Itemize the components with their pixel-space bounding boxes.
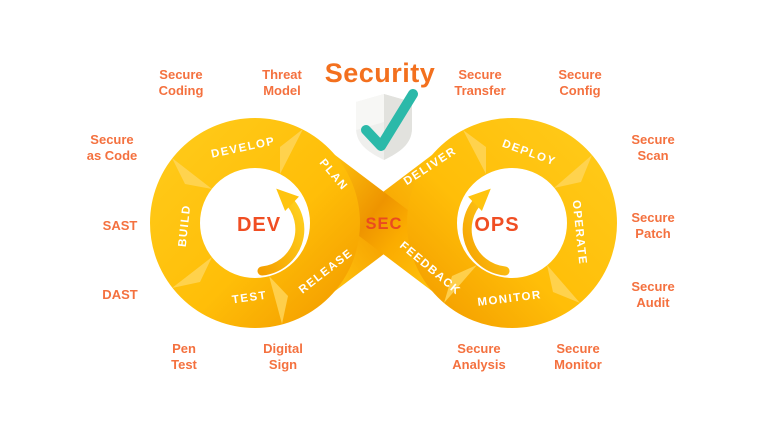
practice-secure-transfer: Secure Transfer <box>454 67 506 98</box>
practice-secure-scan: Secure Scan <box>631 132 675 163</box>
dev-cycle-arrow-icon <box>257 188 305 276</box>
ops-loop-ring <box>407 118 617 328</box>
practice-dast: DAST <box>102 287 138 302</box>
stage-build: BUILD <box>177 204 193 248</box>
practice-secure-config: Secure Config <box>558 67 602 98</box>
practice-threat-model: Threat Model <box>262 67 302 98</box>
stage-test: TEST <box>231 290 268 307</box>
practice-secure-monitor: Secure Monitor <box>554 341 602 372</box>
practice-digital-sign: Digital Sign <box>263 341 303 372</box>
practice-secure-analysis: Secure Analysis <box>452 341 506 372</box>
ops-label: OPS <box>474 214 519 236</box>
dev-label: DEV <box>237 214 281 236</box>
practice-sast: SAST <box>102 218 138 233</box>
practice-pen-test: Pen Test <box>171 341 197 372</box>
segment-chevrons <box>172 129 592 324</box>
shield-check-icon <box>356 89 418 160</box>
page-title: Security <box>324 58 436 88</box>
practice-secure-as-code: Secure as Code <box>86 132 138 163</box>
practice-secure-patch: Secure Patch <box>631 210 675 241</box>
practice-secure-coding: Secure Coding <box>158 67 204 98</box>
sec-label: SEC <box>366 215 403 233</box>
ops-cycle-arrow-icon <box>462 188 510 276</box>
dev-loop-ring <box>150 118 360 328</box>
practice-secure-audit: Secure Audit <box>631 279 675 310</box>
